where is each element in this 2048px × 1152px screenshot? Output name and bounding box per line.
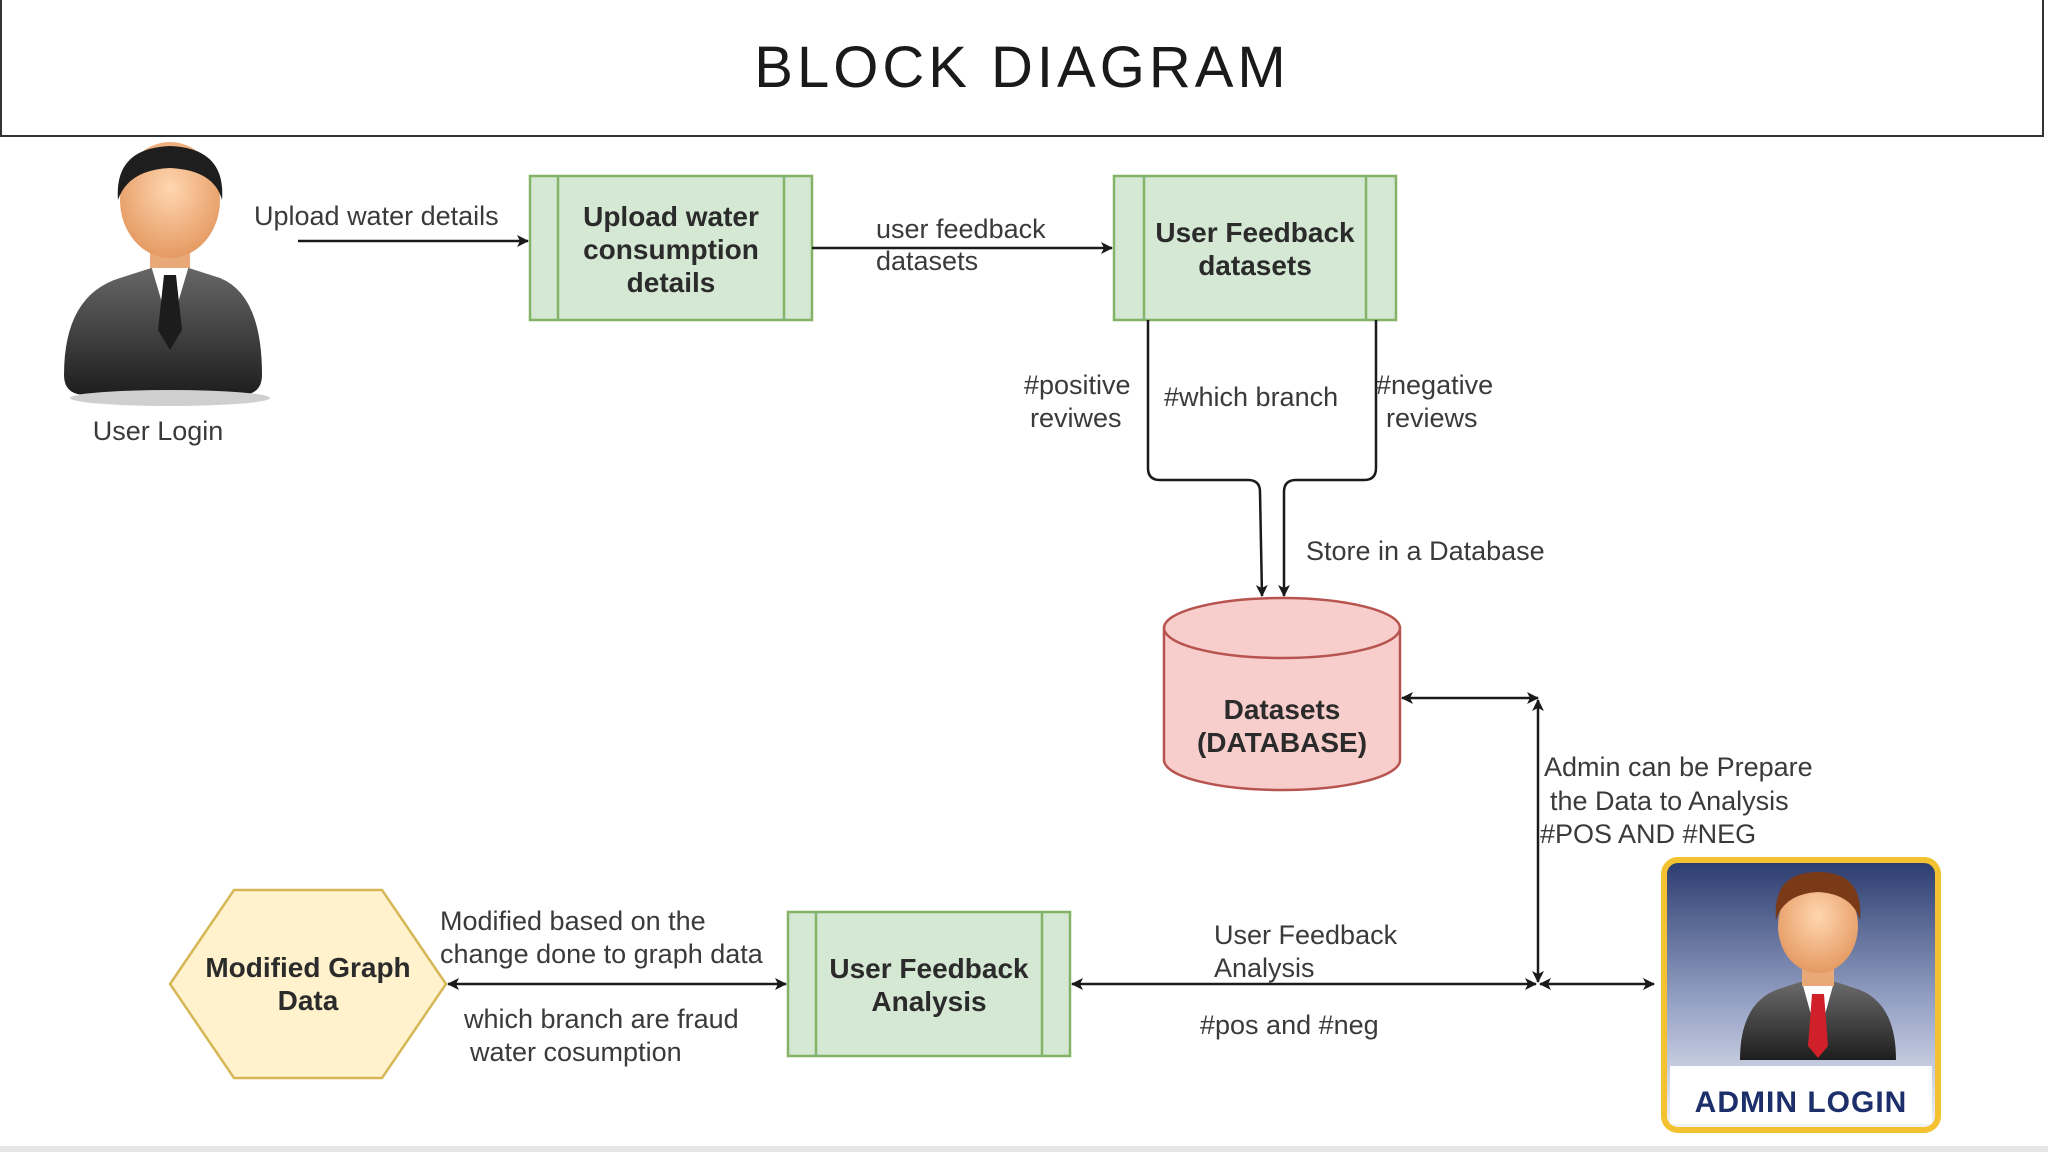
edge-label-feedback-analysis-2: Analysis — [1214, 953, 1315, 983]
edge-label-store-db: Store in a Database — [1306, 536, 1545, 566]
edge-label-modified-2: change done to graph data — [440, 939, 764, 969]
admin-avatar-icon — [1661, 857, 1941, 1133]
edge-label-which-branch: #which branch — [1164, 382, 1338, 412]
hexagon-line-2: Data — [278, 985, 339, 1016]
edge-label-feedback-analysis-1: User Feedback — [1214, 920, 1398, 950]
feedback-datasets-box: User Feedback datasets — [1112, 174, 1398, 322]
database-line-1: Datasets — [1224, 694, 1341, 725]
feedback-box-line-1: User Feedback — [1155, 217, 1355, 248]
edge-label-admin-prepare-3: #POS AND #NEG — [1540, 819, 1756, 849]
analysis-box-line-2: Analysis — [871, 986, 986, 1017]
edge-label-pos-neg: #pos and #neg — [1200, 1010, 1379, 1040]
edge-negative-to-db — [1278, 320, 1378, 597]
edge-label-feedback-datasets-2: datasets — [876, 246, 978, 276]
edge-positive-to-db — [1146, 320, 1268, 597]
upload-box-line-2: consumption — [583, 234, 759, 265]
admin-login-label: ADMIN LOGIN — [1695, 1086, 1908, 1119]
database-line-2: (DATABASE) — [1197, 727, 1367, 758]
title-bar: BLOCK DIAGRAM — [0, 0, 2044, 137]
edge-label-fraud-2: water cosumption — [469, 1037, 682, 1067]
page-title: BLOCK DIAGRAM — [754, 35, 1290, 100]
hexagon-line-1: Modified Graph — [205, 952, 410, 983]
feedback-box-line-2: datasets — [1198, 250, 1312, 281]
edge-label-fraud-1: which branch are fraud — [463, 1004, 739, 1034]
edge-label-positive-1: #positive — [1024, 370, 1131, 400]
feedback-analysis-box: User Feedback Analysis — [786, 910, 1072, 1058]
upload-box-line-3: details — [627, 267, 716, 298]
edge-label-negative-1: #negative — [1376, 370, 1493, 400]
edge-label-upload-details: Upload water details — [254, 201, 499, 231]
datasets-database: Datasets (DATABASE) — [1162, 596, 1402, 792]
edge-label-admin-prepare-1: Admin can be Prepare — [1544, 752, 1813, 782]
bottom-strip — [0, 1146, 2048, 1152]
edge-label-feedback-datasets-1: user feedback — [876, 214, 1046, 244]
user-login-label: User Login — [93, 416, 224, 446]
upload-box-line-1: Upload water — [583, 201, 759, 232]
edge-label-admin-prepare-2: the Data to Analysis — [1550, 786, 1789, 816]
edge-label-modified-1: Modified based on the — [440, 906, 706, 936]
edge-label-positive-2: reviwes — [1030, 403, 1122, 433]
analysis-box-line-1: User Feedback — [829, 953, 1029, 984]
edge-label-negative-2: reviews — [1386, 403, 1478, 433]
modified-graph-hexagon: Modified Graph Data — [168, 888, 448, 1080]
user-avatar-icon — [64, 142, 270, 406]
upload-consumption-box: Upload water consumption details — [528, 174, 814, 322]
